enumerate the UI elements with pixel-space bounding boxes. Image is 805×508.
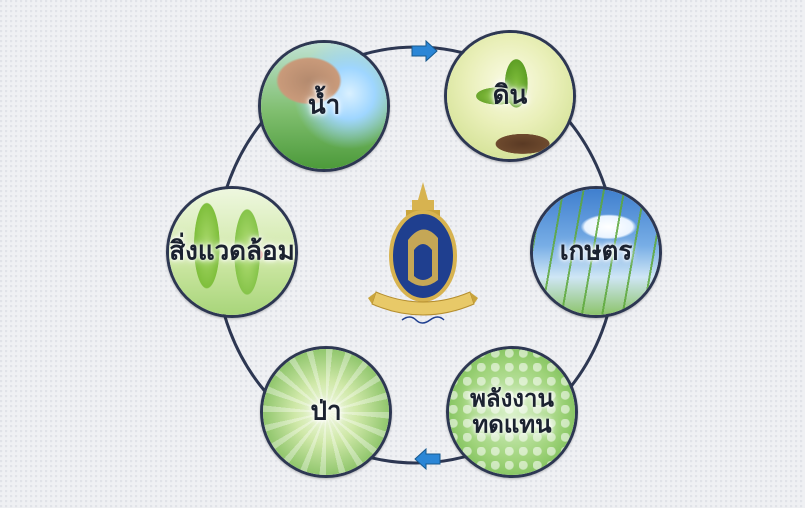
node-environment: สิ่งแวดล้อม [166,186,298,318]
node-renewable-energy-label: พลังงาน ทดแทน [449,386,575,439]
node-agriculture-label: เกษตร [533,238,659,267]
node-forest-label: ป่า [263,398,389,427]
node-forest: ป่า [260,346,392,478]
node-water: น้ำ [258,40,390,172]
node-soil-label: ดิน [447,82,573,111]
arrow-left-icon [415,449,440,469]
node-soil: ดิน [444,30,576,162]
node-renewable-energy: พลังงาน ทดแทน [446,346,578,478]
royal-emblem [368,180,478,330]
arrow-right-icon [412,41,437,61]
node-environment-label: สิ่งแวดล้อม [169,238,295,267]
node-water-label: น้ำ [261,92,387,121]
node-agriculture: เกษตร [530,186,662,318]
